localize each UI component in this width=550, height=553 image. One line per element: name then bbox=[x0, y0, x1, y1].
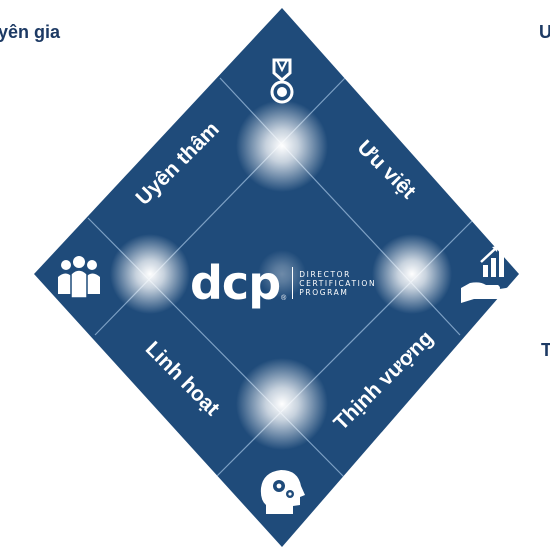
registered-mark: ® bbox=[281, 295, 287, 302]
left-heading: yên gia bbox=[0, 22, 61, 42]
logo-line-director: DIRECTOR bbox=[299, 269, 351, 279]
logo-tagline: DIRECTOR CERTIFICATION PROGRAM bbox=[299, 270, 376, 297]
team-icon bbox=[58, 256, 100, 299]
mind-gears-icon bbox=[260, 470, 305, 514]
glow-points bbox=[110, 100, 452, 450]
dcp-logo: dcp ® DIRECTOR CERTIFICATION PROGRAM bbox=[190, 258, 376, 308]
right-heading-mid-fragment: T bbox=[541, 340, 550, 360]
logo-line-certification: CERTIFICATION bbox=[299, 278, 377, 288]
growth-hand-icon bbox=[461, 246, 516, 303]
logo-wordmark: dcp bbox=[190, 256, 281, 310]
right-heading-top-fragment: U bbox=[539, 22, 550, 42]
logo-divider bbox=[292, 267, 294, 299]
medal-icon bbox=[270, 58, 294, 104]
logo-line-program: PROGRAM bbox=[299, 287, 349, 297]
